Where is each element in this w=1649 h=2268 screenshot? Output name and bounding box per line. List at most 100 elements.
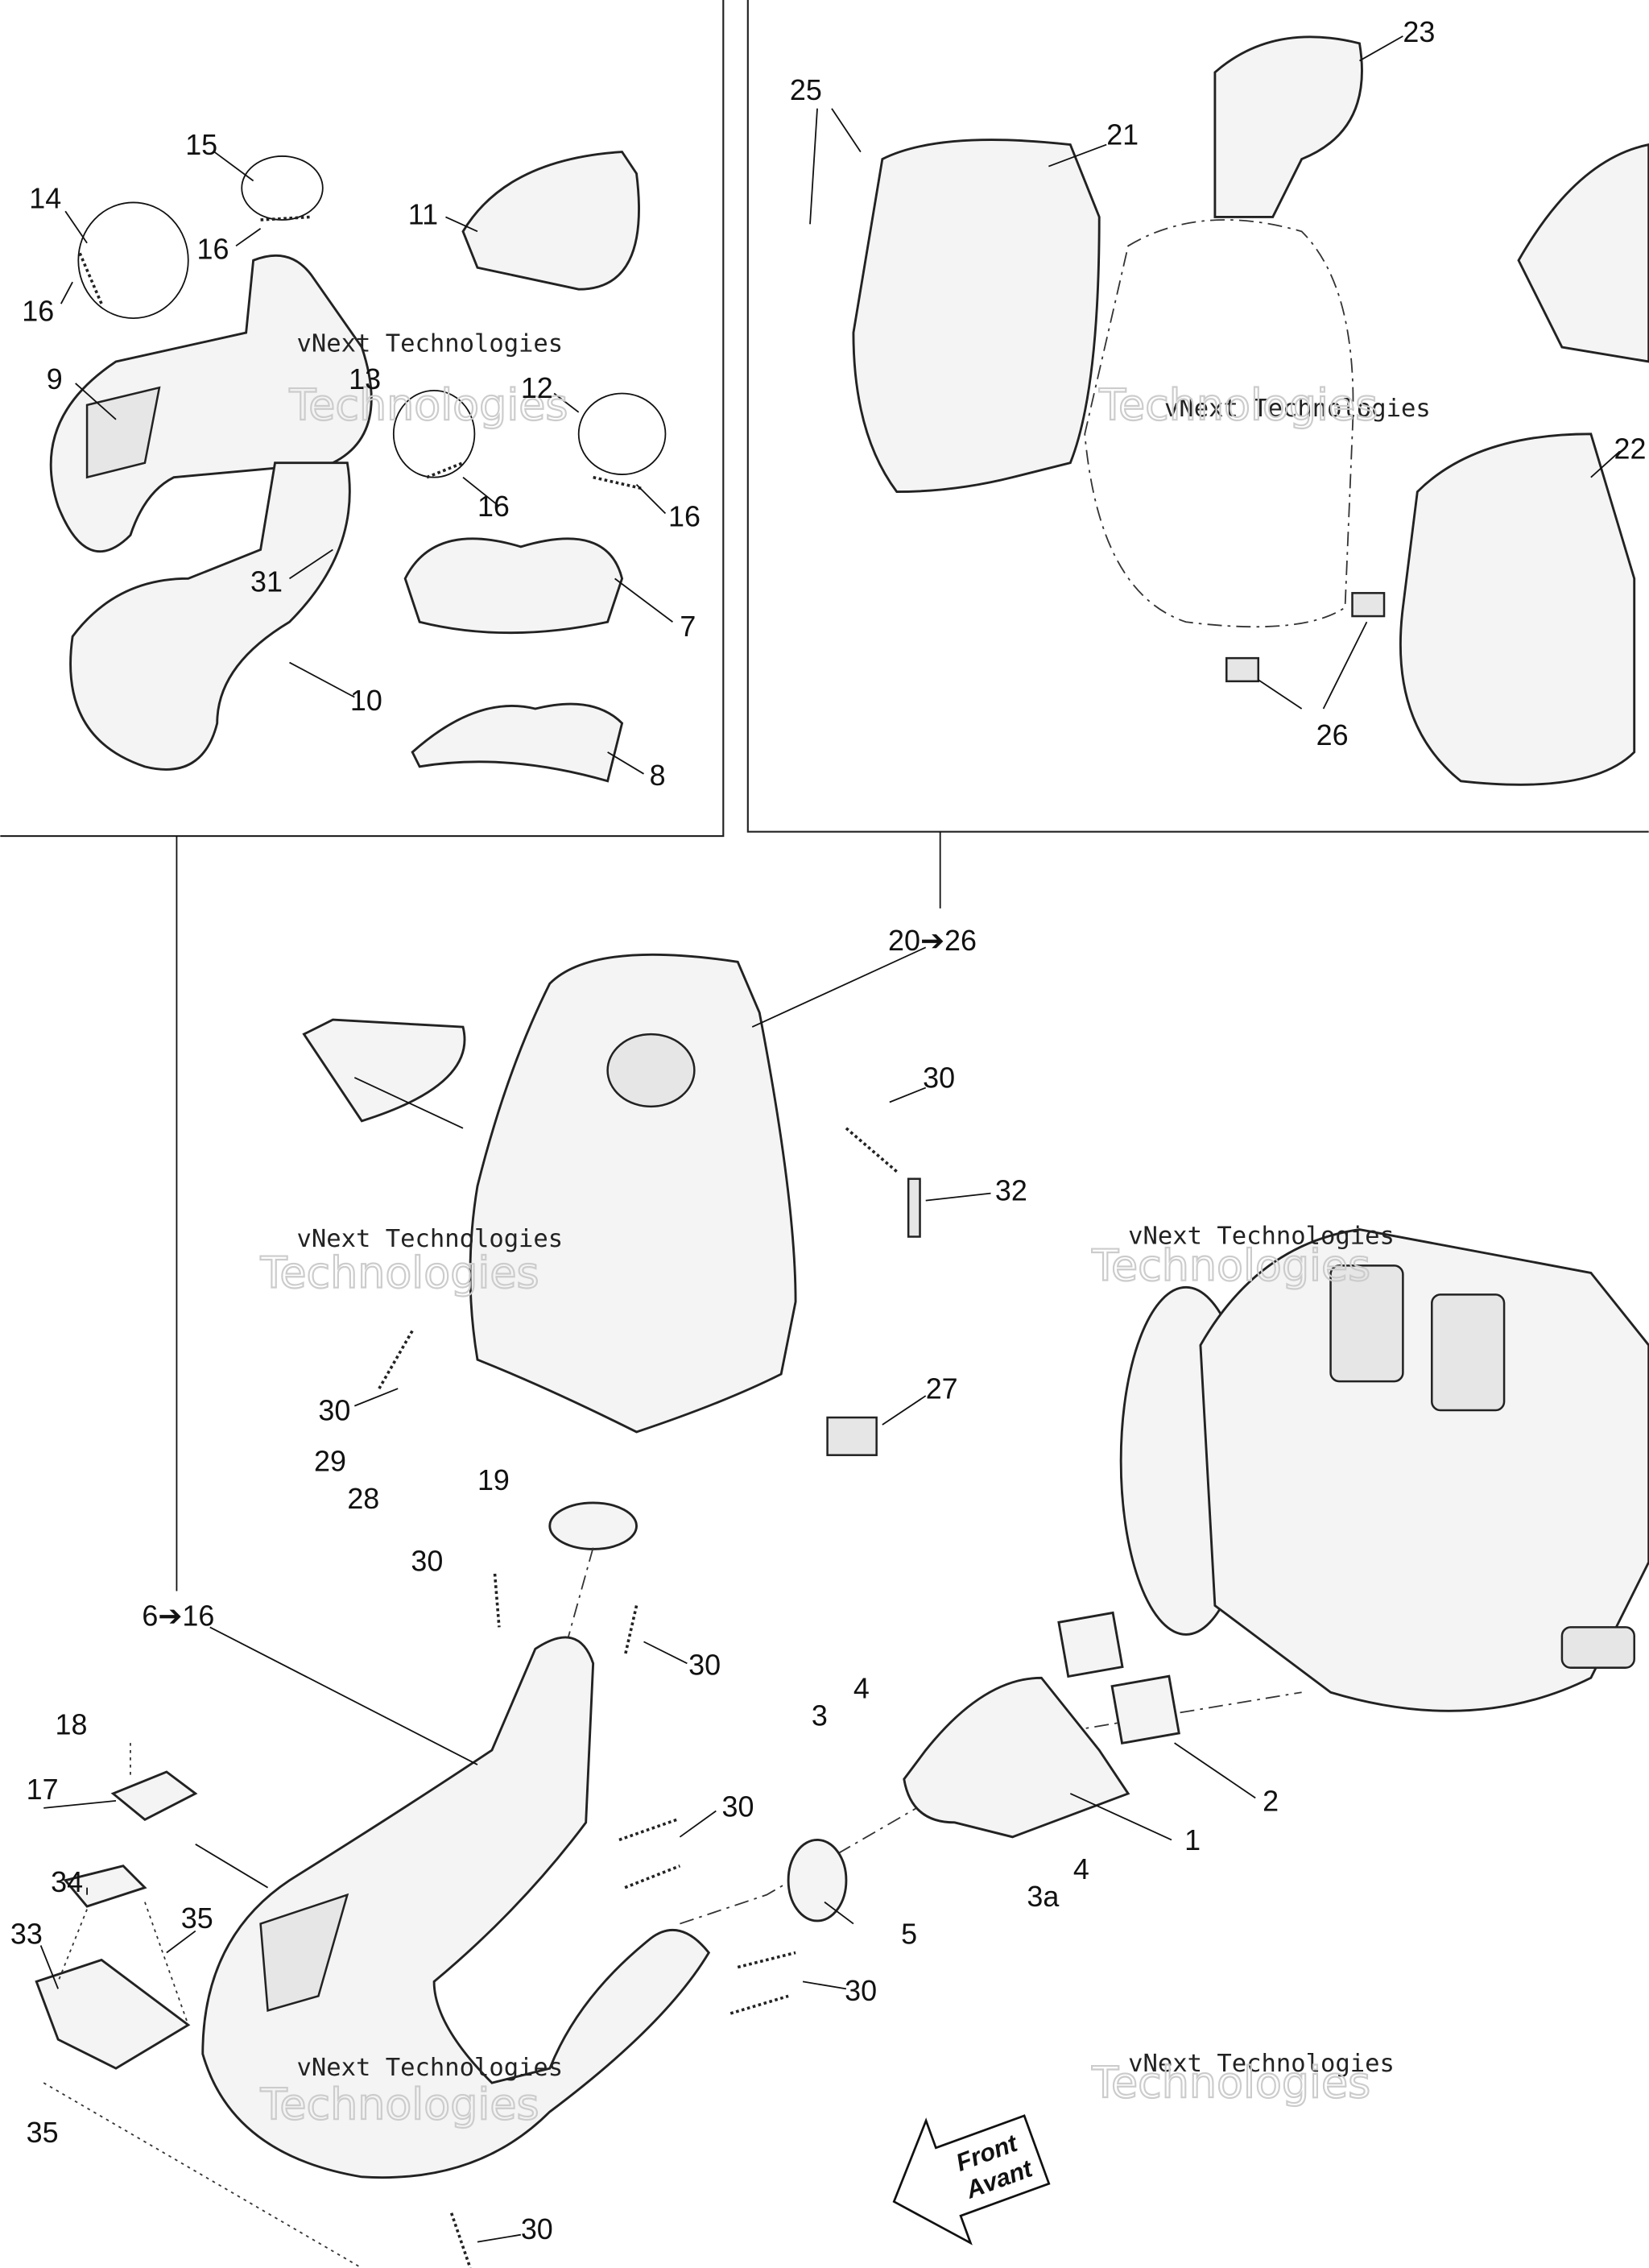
svg-text:Technologies: Technologies bbox=[289, 379, 568, 430]
callout-16: 16 bbox=[477, 490, 510, 523]
callout-30: 30 bbox=[318, 1394, 350, 1427]
callout-30: 30 bbox=[688, 1649, 721, 1682]
plate-34 bbox=[63, 1864, 147, 1908]
callout-14: 14 bbox=[29, 182, 61, 215]
callout-6-16: 6➔16 bbox=[142, 1600, 214, 1633]
ring-clamp-14 bbox=[77, 201, 189, 319]
muffler-shell-21 bbox=[852, 139, 1101, 494]
spring-30f bbox=[729, 1951, 796, 2015]
spring-16c bbox=[426, 461, 464, 479]
callout-35: 35 bbox=[181, 1902, 213, 1935]
callout-16: 16 bbox=[197, 232, 229, 265]
callout-21: 21 bbox=[1106, 118, 1139, 151]
callout-30: 30 bbox=[845, 1974, 877, 2007]
muffler-assembly bbox=[469, 953, 797, 1434]
svg-text:Technologies: Technologies bbox=[260, 2079, 539, 2129]
callout-25: 25 bbox=[790, 73, 822, 106]
callout-30: 30 bbox=[521, 2212, 553, 2245]
callout-17: 17 bbox=[27, 1773, 59, 1806]
callout-23: 23 bbox=[1403, 15, 1435, 48]
callout-33: 33 bbox=[10, 1918, 43, 1951]
muffler-shell-22 bbox=[1399, 432, 1636, 786]
watermark: vNext Technologies Technologies vNext Te… bbox=[259, 329, 1431, 2130]
arrow-to-muffler bbox=[353, 1077, 464, 1129]
callout-3: 3 bbox=[812, 1699, 828, 1732]
callout-27: 27 bbox=[926, 1372, 958, 1405]
callout-29: 29 bbox=[314, 1444, 346, 1477]
spring-30e bbox=[618, 1818, 681, 1889]
callout-5: 5 bbox=[901, 1918, 917, 1951]
callout-13: 13 bbox=[349, 362, 381, 395]
callout-12: 12 bbox=[521, 371, 553, 404]
spring-16d bbox=[593, 475, 644, 490]
spring-30g bbox=[449, 2212, 472, 2268]
spring-30c bbox=[493, 1573, 501, 1628]
svg-text:vNext Technologies: vNext Technologies bbox=[296, 1225, 563, 1253]
arrow-to-pipe bbox=[195, 1844, 269, 1889]
callout-9: 9 bbox=[47, 362, 63, 395]
callout-11: 11 bbox=[408, 197, 438, 230]
callout-2: 2 bbox=[1263, 1784, 1279, 1817]
callout-8: 8 bbox=[650, 759, 666, 792]
spring-30d bbox=[623, 1605, 639, 1657]
bracket-26a bbox=[1351, 592, 1386, 618]
callout-30: 30 bbox=[923, 1062, 955, 1095]
callout-19: 19 bbox=[477, 1463, 510, 1496]
leader-lines bbox=[39, 35, 1621, 2243]
callout-35: 35 bbox=[27, 2116, 59, 2149]
heat-shield-23 bbox=[1213, 35, 1363, 218]
manifold-1 bbox=[903, 1676, 1130, 1839]
callout-26: 26 bbox=[1316, 718, 1349, 751]
svg-text:vNext Technologies: vNext Technologies bbox=[296, 329, 563, 358]
svg-text:Technologies: Technologies bbox=[260, 1247, 539, 1297]
callout-32: 32 bbox=[995, 1174, 1027, 1207]
muffler-outlet bbox=[606, 1033, 696, 1108]
clip-32 bbox=[907, 1177, 921, 1238]
svg-text:vNext Technologies: vNext Technologies bbox=[1128, 1222, 1395, 1250]
callout-34: 34 bbox=[51, 1865, 83, 1898]
callout-7: 7 bbox=[680, 610, 696, 643]
rotax-decal bbox=[259, 1893, 349, 2012]
callout-labels: 15 14 16 16 11 9 13 12 16 16 7 10 8 25 2… bbox=[10, 15, 1647, 2245]
seal-19 bbox=[548, 1501, 638, 1550]
callout-28: 28 bbox=[347, 1482, 379, 1515]
bracket-33 bbox=[35, 1958, 191, 2070]
callout-10: 10 bbox=[350, 684, 382, 717]
svg-text:Technologies: Technologies bbox=[1091, 2057, 1370, 2108]
callout-1: 1 bbox=[1184, 1823, 1201, 1856]
callout-18: 18 bbox=[56, 1707, 88, 1740]
gasket-2 bbox=[1110, 1674, 1180, 1745]
tuned-pipe-assembly bbox=[201, 1636, 711, 2179]
shield-7 bbox=[403, 537, 624, 635]
dotted-guides bbox=[43, 1743, 362, 2268]
heat-shield-23b bbox=[1517, 143, 1649, 363]
spring-30a bbox=[845, 1127, 898, 1173]
muffler-ghost bbox=[1084, 219, 1354, 628]
engine-block bbox=[1119, 1228, 1649, 1712]
heat-shield-11 bbox=[461, 151, 640, 291]
sensor-27 bbox=[826, 1416, 878, 1456]
ring-clamp-12 bbox=[577, 392, 667, 475]
callout-31: 31 bbox=[250, 565, 283, 598]
filter-31 bbox=[302, 1018, 466, 1123]
callout-20-26: 20➔26 bbox=[888, 924, 977, 957]
bracket-26b bbox=[1225, 656, 1260, 683]
svg-text:vNext Technologies: vNext Technologies bbox=[1164, 395, 1431, 423]
callout-16: 16 bbox=[668, 500, 701, 533]
callout-30: 30 bbox=[411, 1544, 443, 1577]
right-inset-frame bbox=[746, 0, 1649, 833]
callout-3a: 3a bbox=[1027, 1880, 1059, 1913]
svg-text:vNext Technologies: vNext Technologies bbox=[1128, 2050, 1395, 2078]
svg-text:Technologies: Technologies bbox=[1098, 379, 1378, 430]
tuned-pipe-lower bbox=[69, 461, 351, 771]
svg-text:Technologies: Technologies bbox=[1091, 1240, 1370, 1290]
callout-22: 22 bbox=[1614, 432, 1647, 465]
shield-8 bbox=[411, 702, 624, 783]
ring-clamp-13 bbox=[392, 390, 476, 478]
front-direction-arrow: Front Avant bbox=[892, 2114, 1051, 2245]
callout-30: 30 bbox=[721, 1790, 754, 1823]
callout-4: 4 bbox=[853, 1671, 870, 1704]
left-inset-frame bbox=[0, 0, 725, 838]
seal-5 bbox=[787, 1838, 848, 1922]
